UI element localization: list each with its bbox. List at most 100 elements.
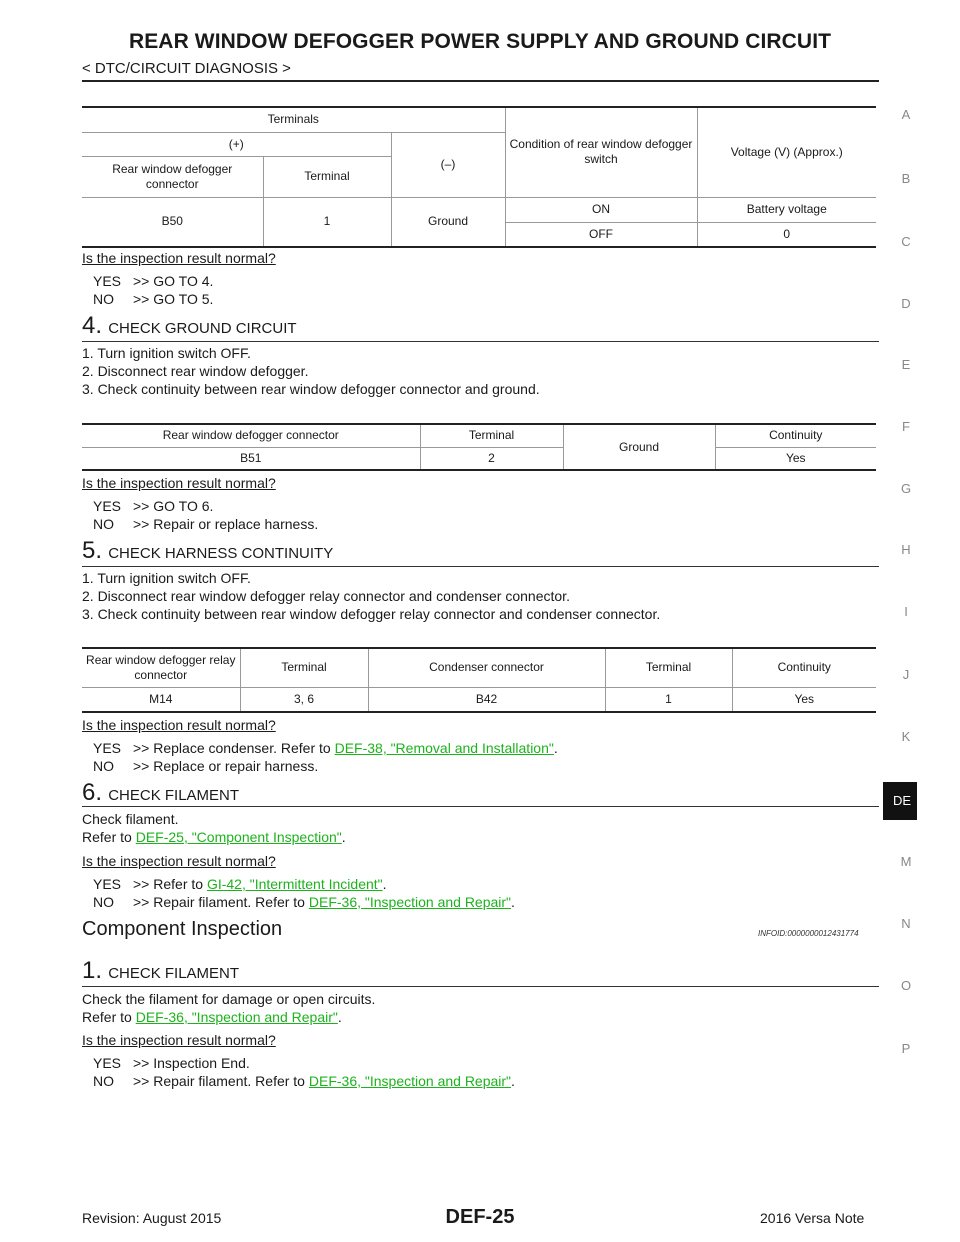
- step4-item-3: 3. Check continuity between rear window …: [82, 381, 540, 397]
- component-line-1: Check the filament for damage or open ci…: [82, 991, 376, 1007]
- yes-key: YES: [93, 273, 122, 289]
- footer-model: 2016 Versa Note: [760, 1210, 865, 1226]
- step4-item-2: 2. Disconnect rear window defogger.: [82, 363, 309, 379]
- step5-yes: YES >> Replace condenser. Refer to DEF-38…: [93, 740, 558, 756]
- harness-table: Rear window defogger relay connector Ter…: [82, 647, 876, 713]
- step3-no: NO >> GO TO 5.: [93, 290, 213, 308]
- no-text: >> Repair filament. Refer to: [133, 894, 309, 910]
- yes-key: YES: [93, 498, 122, 514]
- yes-text: >> GO TO 6.: [133, 498, 214, 514]
- link-inspection-repair[interactable]: DEF-36, "Inspection and Repair": [308, 894, 512, 910]
- side-index-d[interactable]: D: [901, 296, 911, 311]
- th-terminal-1: Terminal: [240, 648, 369, 688]
- side-index-p[interactable]: P: [901, 1041, 911, 1056]
- step6-heading: 6. CHECK FILAMENT: [82, 779, 239, 807]
- step-title: CHECK FILAMENT: [108, 965, 240, 982]
- step4-item-1: 1. Turn ignition switch OFF.: [82, 345, 251, 361]
- side-index-f[interactable]: F: [902, 419, 910, 434]
- cell-terminal: 2: [420, 447, 564, 470]
- cell-terminal-1: 3, 6: [240, 687, 369, 712]
- voltage-table: Terminals Condition of rear window defog…: [82, 106, 876, 248]
- step6-yes: YES >> Refer to GI-42, "Intermittent Inci…: [93, 876, 387, 892]
- yes-text: >> GO TO 4.: [133, 273, 214, 289]
- th-ground: Ground: [563, 424, 716, 471]
- link-inspection-repair[interactable]: DEF-36, "Inspection and Repair": [135, 1009, 338, 1025]
- side-index-b[interactable]: B: [901, 171, 911, 186]
- link-intermittent-incident[interactable]: GI-42, "Intermittent Incident": [206, 876, 383, 892]
- th-minus: (–): [391, 132, 506, 198]
- refer-prefix: Refer to: [82, 1009, 136, 1025]
- info-id: INFOID:0000000012431774: [758, 929, 859, 938]
- step6-no: NO>> Repair filament. Refer to DEF-36, "…: [93, 894, 515, 910]
- no-key: NO: [93, 1073, 114, 1089]
- step5-heading: 5. CHECK HARNESS CONTINUITY: [82, 537, 333, 565]
- side-index-c[interactable]: C: [901, 234, 911, 249]
- step-number: 5.: [82, 537, 103, 564]
- cell-condition-on: ON: [505, 197, 698, 223]
- cell-connector: B51: [82, 447, 421, 470]
- yes-text: >> Replace condenser. Refer to: [133, 740, 335, 756]
- th-relay-connector: Rear window defogger relay connector: [82, 648, 241, 688]
- step5-item-2: 2. Disconnect rear window defogger relay…: [82, 588, 570, 604]
- no-text: >> Replace or repair harness.: [133, 758, 319, 774]
- refer-prefix: Refer to: [82, 829, 136, 845]
- step3-question: Is the inspection result normal?: [82, 250, 276, 266]
- step-number: 6.: [82, 779, 103, 806]
- footer-page-code: DEF-25: [445, 1206, 515, 1228]
- th-terminals: Terminals: [82, 107, 506, 133]
- cell-condition-off: OFF: [505, 222, 698, 248]
- step4-no: NO>> Repair or replace harness.: [93, 515, 318, 533]
- no-key: NO: [93, 291, 114, 307]
- link-removal-installation[interactable]: DEF-38, "Removal and Installation": [334, 740, 554, 756]
- side-index-h[interactable]: H: [901, 542, 911, 557]
- header-rule: [82, 80, 879, 82]
- side-index-a[interactable]: A: [901, 107, 911, 122]
- component-step1-rule: [82, 986, 879, 987]
- no-text: >> GO TO 5.: [133, 291, 214, 307]
- th-terminal: Terminal: [420, 424, 564, 448]
- cell-continuity: Yes: [794, 691, 815, 706]
- cell-terminal-2: 1: [605, 687, 733, 712]
- yes-text: >> Refer to: [133, 876, 207, 892]
- step4-yes: YES >> GO TO 6.: [93, 497, 213, 515]
- side-index-g[interactable]: G: [900, 481, 912, 496]
- link-component-inspection[interactable]: DEF-25, "Component Inspection": [135, 829, 342, 845]
- side-index-m[interactable]: M: [900, 854, 912, 869]
- link-inspection-repair[interactable]: DEF-36, "Inspection and Repair": [308, 1073, 512, 1089]
- side-index-e[interactable]: E: [901, 357, 911, 372]
- cell-terminal: 1: [263, 197, 392, 248]
- step6-refer: Refer to DEF-25, "Component Inspection".: [82, 829, 346, 845]
- no-key: NO: [93, 516, 114, 532]
- side-index-de-active[interactable]: DE: [883, 782, 917, 820]
- th-voltage: Voltage (V) (Approx.): [697, 107, 876, 198]
- th-connector: Rear window defogger connector: [82, 424, 421, 448]
- ground-table: Rear window defogger connector Terminal …: [82, 423, 876, 471]
- yes-text: >> Inspection End.: [133, 1055, 250, 1071]
- section-subtitle: < DTC/CIRCUIT DIAGNOSIS >: [82, 60, 291, 77]
- step-number: 4.: [82, 312, 103, 339]
- step3-yes: YES >> GO TO 4.: [93, 272, 213, 290]
- side-index-o[interactable]: O: [900, 978, 912, 993]
- side-index-n[interactable]: N: [901, 916, 911, 931]
- side-index-k[interactable]: K: [901, 729, 911, 744]
- page-title: REAR WINDOW DEFOGGER POWER SUPPLY AND GR…: [128, 30, 832, 53]
- side-index-i[interactable]: I: [904, 604, 908, 619]
- step-title: CHECK HARNESS CONTINUITY: [108, 545, 334, 562]
- component-refer: Refer to DEF-36, "Inspection and Repair"…: [82, 1009, 342, 1025]
- th-terminal-2: Terminal: [605, 648, 733, 688]
- cell-ground: Ground: [391, 197, 506, 248]
- cell-connector: B50: [82, 197, 264, 248]
- cell-relay: M14: [82, 687, 241, 712]
- step6-rule: [82, 806, 879, 807]
- no-text: >> Repair filament. Refer to: [133, 1073, 309, 1089]
- yes-key: YES: [93, 876, 122, 892]
- step6-question: Is the inspection result normal?: [82, 853, 276, 869]
- step5-no: NO >> Replace or repair harness.: [93, 757, 318, 775]
- side-index-j[interactable]: J: [902, 667, 910, 682]
- yes-key: YES: [93, 740, 122, 756]
- step4-rule: [82, 341, 879, 342]
- cell-voltage-off: 0: [697, 222, 876, 248]
- th-terminal: Terminal: [263, 156, 392, 198]
- no-key: NO: [93, 758, 114, 774]
- cell-voltage-on: Battery voltage: [697, 197, 876, 223]
